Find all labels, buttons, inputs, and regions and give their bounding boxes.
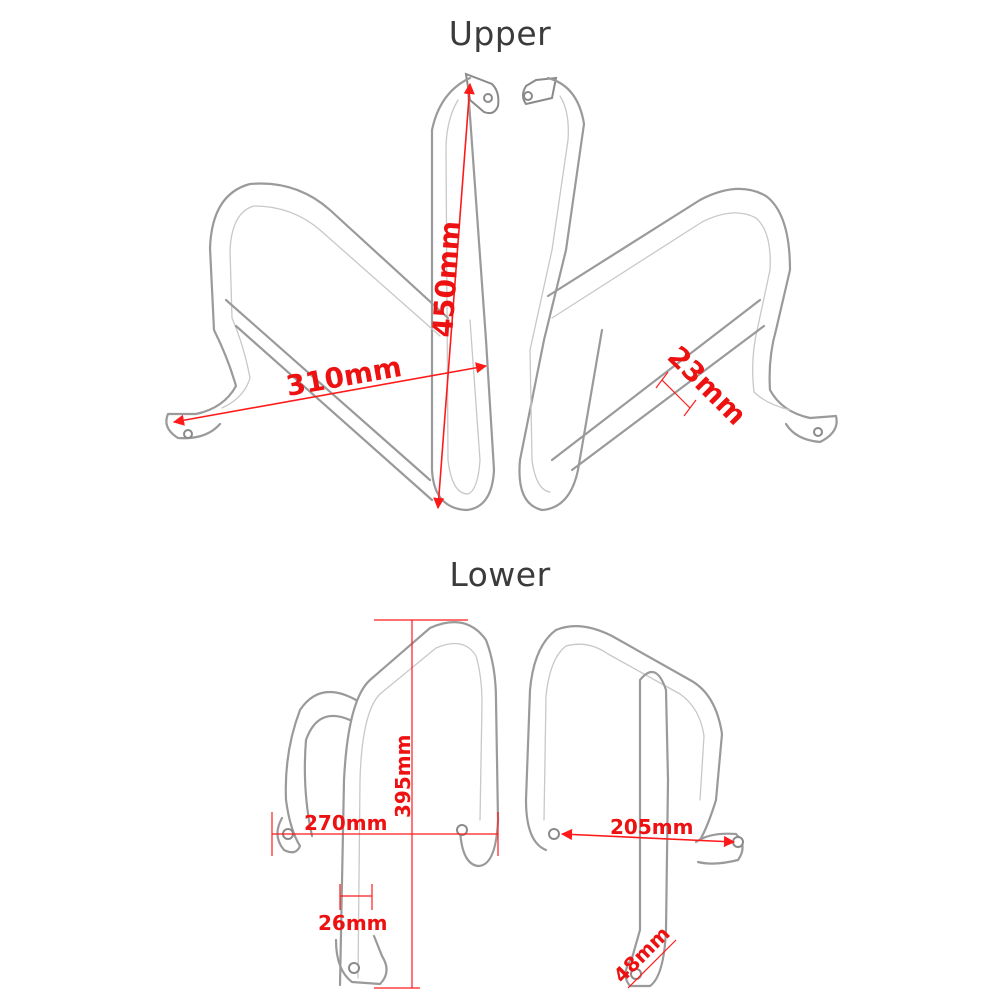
- lower-height-label: 395mm: [391, 735, 415, 818]
- upper-width-dimension-line: [172, 362, 488, 426]
- upper-right-loop-inner: [551, 212, 791, 411]
- upper-tube-tick-a: [655, 371, 669, 389]
- lower-right-tab-hole: [732, 836, 744, 848]
- lower-right-inner-mount-hole: [548, 828, 560, 840]
- lower-left-foot: [334, 934, 388, 986]
- lower-right-crash-bar: [524, 625, 744, 988]
- upper-dimensions: 450mm 310mm 23mm: [172, 82, 753, 510]
- upper-right-loop-outer: [546, 187, 838, 444]
- upper-left-top-tab: [464, 72, 500, 115]
- upper-right-crash-bar: [518, 76, 838, 512]
- lower-dimensions: 395mm 270mm 26mm 205mm 48mm: [271, 619, 736, 989]
- upper-right-strut: [550, 298, 766, 472]
- lower-left-arch-inner: [357, 642, 483, 979]
- upper-left-loop-outer: [165, 182, 450, 440]
- upper-height-dimension-line: [433, 82, 475, 510]
- lower-mount-span-label: 205mm: [610, 815, 693, 839]
- upper-section-title: Upper: [448, 14, 552, 53]
- upper-tube-tick-b: [683, 399, 697, 417]
- lower-section-title: Lower: [449, 555, 551, 594]
- lower-width-label: 270mm: [304, 811, 387, 835]
- lower-left-foot-hole: [348, 962, 360, 974]
- upper-width-label: 310mm: [283, 350, 404, 403]
- upper-left-bottom-mount-hole: [183, 429, 193, 439]
- lower-left-crash-bar: [276, 621, 500, 987]
- lower-right-foot-hole: [630, 968, 642, 980]
- upper-left-top-tab-hole: [483, 93, 493, 103]
- upper-left-strut: [224, 298, 434, 502]
- lower-right-arch-inner: [543, 643, 705, 821]
- upper-tube-dimension-line: [661, 379, 691, 409]
- lower-tab-dimension-line: [627, 939, 677, 989]
- lower-left-inner-mount-hole: [456, 824, 468, 836]
- upper-right-tube-inner: [529, 95, 569, 493]
- upper-height-label: 450mm: [426, 220, 467, 339]
- upper-tube-label: 23mm: [661, 340, 753, 432]
- lower-left-arch-outer: [338, 621, 500, 987]
- lower-right-arch-outer: [524, 625, 724, 852]
- upper-right-tube-outer: [518, 76, 604, 512]
- upper-right-top-tab-hole: [523, 91, 533, 101]
- lower-left-side-loop: [276, 690, 358, 854]
- lower-tube-label: 26mm: [318, 911, 388, 935]
- lower-mount-span-dimension-line: [560, 828, 736, 848]
- upper-right-bottom-mount-hole: [813, 427, 823, 437]
- lower-right-leg: [624, 670, 670, 988]
